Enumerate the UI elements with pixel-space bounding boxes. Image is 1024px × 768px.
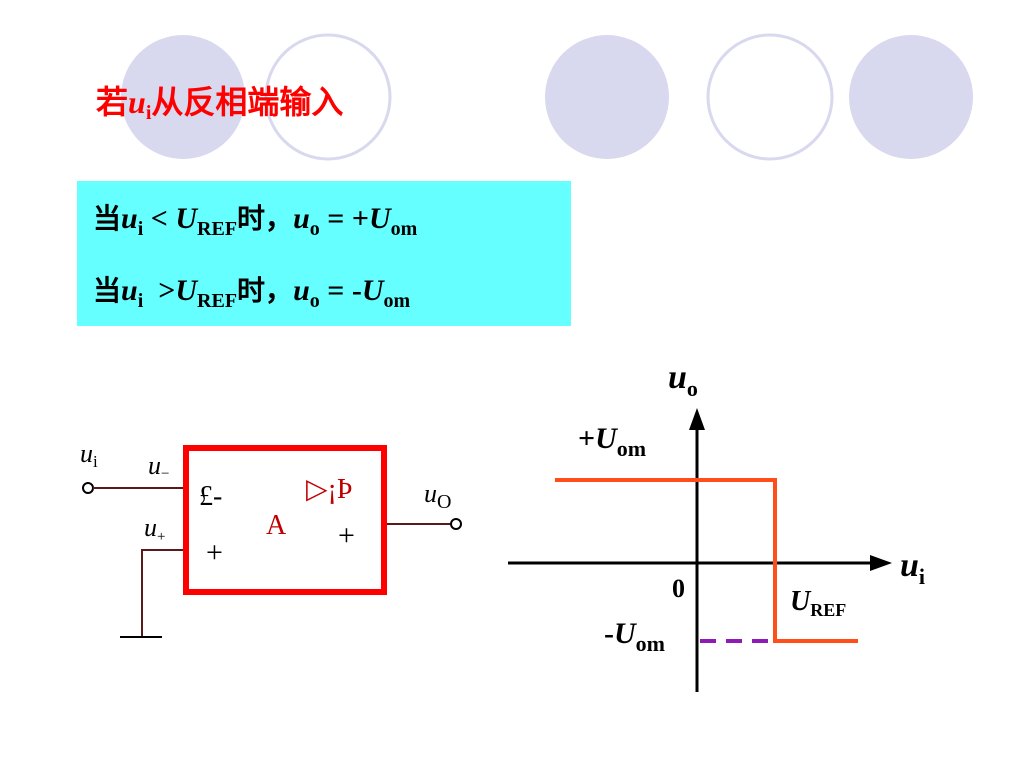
decor-circle-outline bbox=[264, 33, 392, 161]
minus-pin-label: £- bbox=[199, 481, 222, 512]
decor-circle-outline bbox=[706, 33, 834, 161]
cond2-eq: = - bbox=[319, 274, 362, 307]
cond2-when: 时， bbox=[237, 274, 294, 307]
y-axis-label: uo bbox=[668, 359, 698, 401]
decor-circle-filled bbox=[121, 35, 245, 159]
input-terminal bbox=[82, 482, 94, 494]
plus-input-label: u+ bbox=[144, 513, 165, 545]
non-inverting-input-wire bbox=[141, 549, 188, 637]
condition-line-2: 当ui >UREF时，uo = -Uom bbox=[93, 273, 411, 312]
cond2-ref-sub: REF bbox=[197, 290, 238, 312]
cond2-res-sub: om bbox=[383, 290, 411, 312]
cond2-prefix: 当 bbox=[93, 274, 122, 307]
output-terminal bbox=[450, 518, 462, 530]
cond2-var: u bbox=[121, 274, 138, 307]
cond2-out-sub: o bbox=[309, 290, 320, 312]
negative-level-label: -Uom bbox=[604, 617, 665, 656]
cond1-when: 时， bbox=[237, 202, 294, 235]
title-suffix: 从反相端输入 bbox=[151, 83, 344, 121]
reference-voltage-label: UREF bbox=[790, 586, 846, 620]
cond1-var-sub: i bbox=[137, 218, 144, 240]
input-label: ui bbox=[80, 439, 98, 471]
op-amp-triangle-label: ▷¡Þ bbox=[306, 474, 352, 505]
cond1-eq: = + bbox=[319, 202, 369, 235]
decor-circle-filled bbox=[849, 35, 973, 159]
cond2-relation: > bbox=[143, 274, 176, 307]
cond1-ref-sub: REF bbox=[197, 218, 238, 240]
origin-label: 0 bbox=[672, 574, 685, 603]
y-axis-arrow bbox=[689, 408, 705, 430]
output-label: uO bbox=[424, 479, 451, 513]
x-axis-arrow bbox=[870, 555, 892, 571]
cond2-ref: U bbox=[175, 274, 198, 307]
minus-input-label: u− bbox=[148, 451, 169, 482]
cond1-out-sub: o bbox=[309, 218, 320, 240]
output-plus-label: + bbox=[338, 519, 355, 552]
cond2-out: u bbox=[293, 274, 310, 307]
cond1-relation: < bbox=[143, 202, 176, 235]
cond2-var-sub: i bbox=[137, 290, 144, 312]
cond1-res: U bbox=[368, 202, 391, 235]
cond1-var: u bbox=[121, 202, 138, 235]
x-axis-label: ui bbox=[900, 547, 925, 589]
op-amp-gain-label: A bbox=[266, 510, 287, 541]
title-prefix: 若 bbox=[96, 83, 129, 121]
op-amp-circuit: ui u− u+ £- + ▷¡Þ A + uO bbox=[80, 439, 462, 638]
condition-box: 当ui < UREF时，uo = +Uom 当ui >UREF时，uo = -U… bbox=[77, 181, 571, 326]
slide-title: 若ui从反相端输入 bbox=[96, 82, 344, 124]
cond1-prefix: 当 bbox=[93, 202, 122, 235]
positive-level-label: +Uom bbox=[578, 422, 646, 461]
transfer-curve bbox=[555, 478, 858, 643]
plus-pin-label: + bbox=[206, 536, 223, 569]
title-variable: u bbox=[128, 84, 146, 120]
op-amp-box bbox=[183, 445, 387, 595]
cond1-out: u bbox=[293, 202, 310, 235]
cond1-ref: U bbox=[175, 202, 198, 235]
transfer-characteristic-graph: uo ui +Uom -Uom 0 UREF bbox=[508, 359, 925, 692]
condition-line-1: 当ui < UREF时，uo = +Uom bbox=[93, 201, 418, 240]
decor-circle-filled bbox=[545, 35, 669, 159]
title-subscript: i bbox=[145, 102, 152, 124]
cond2-res: U bbox=[361, 274, 384, 307]
cond1-res-sub: om bbox=[390, 218, 418, 240]
